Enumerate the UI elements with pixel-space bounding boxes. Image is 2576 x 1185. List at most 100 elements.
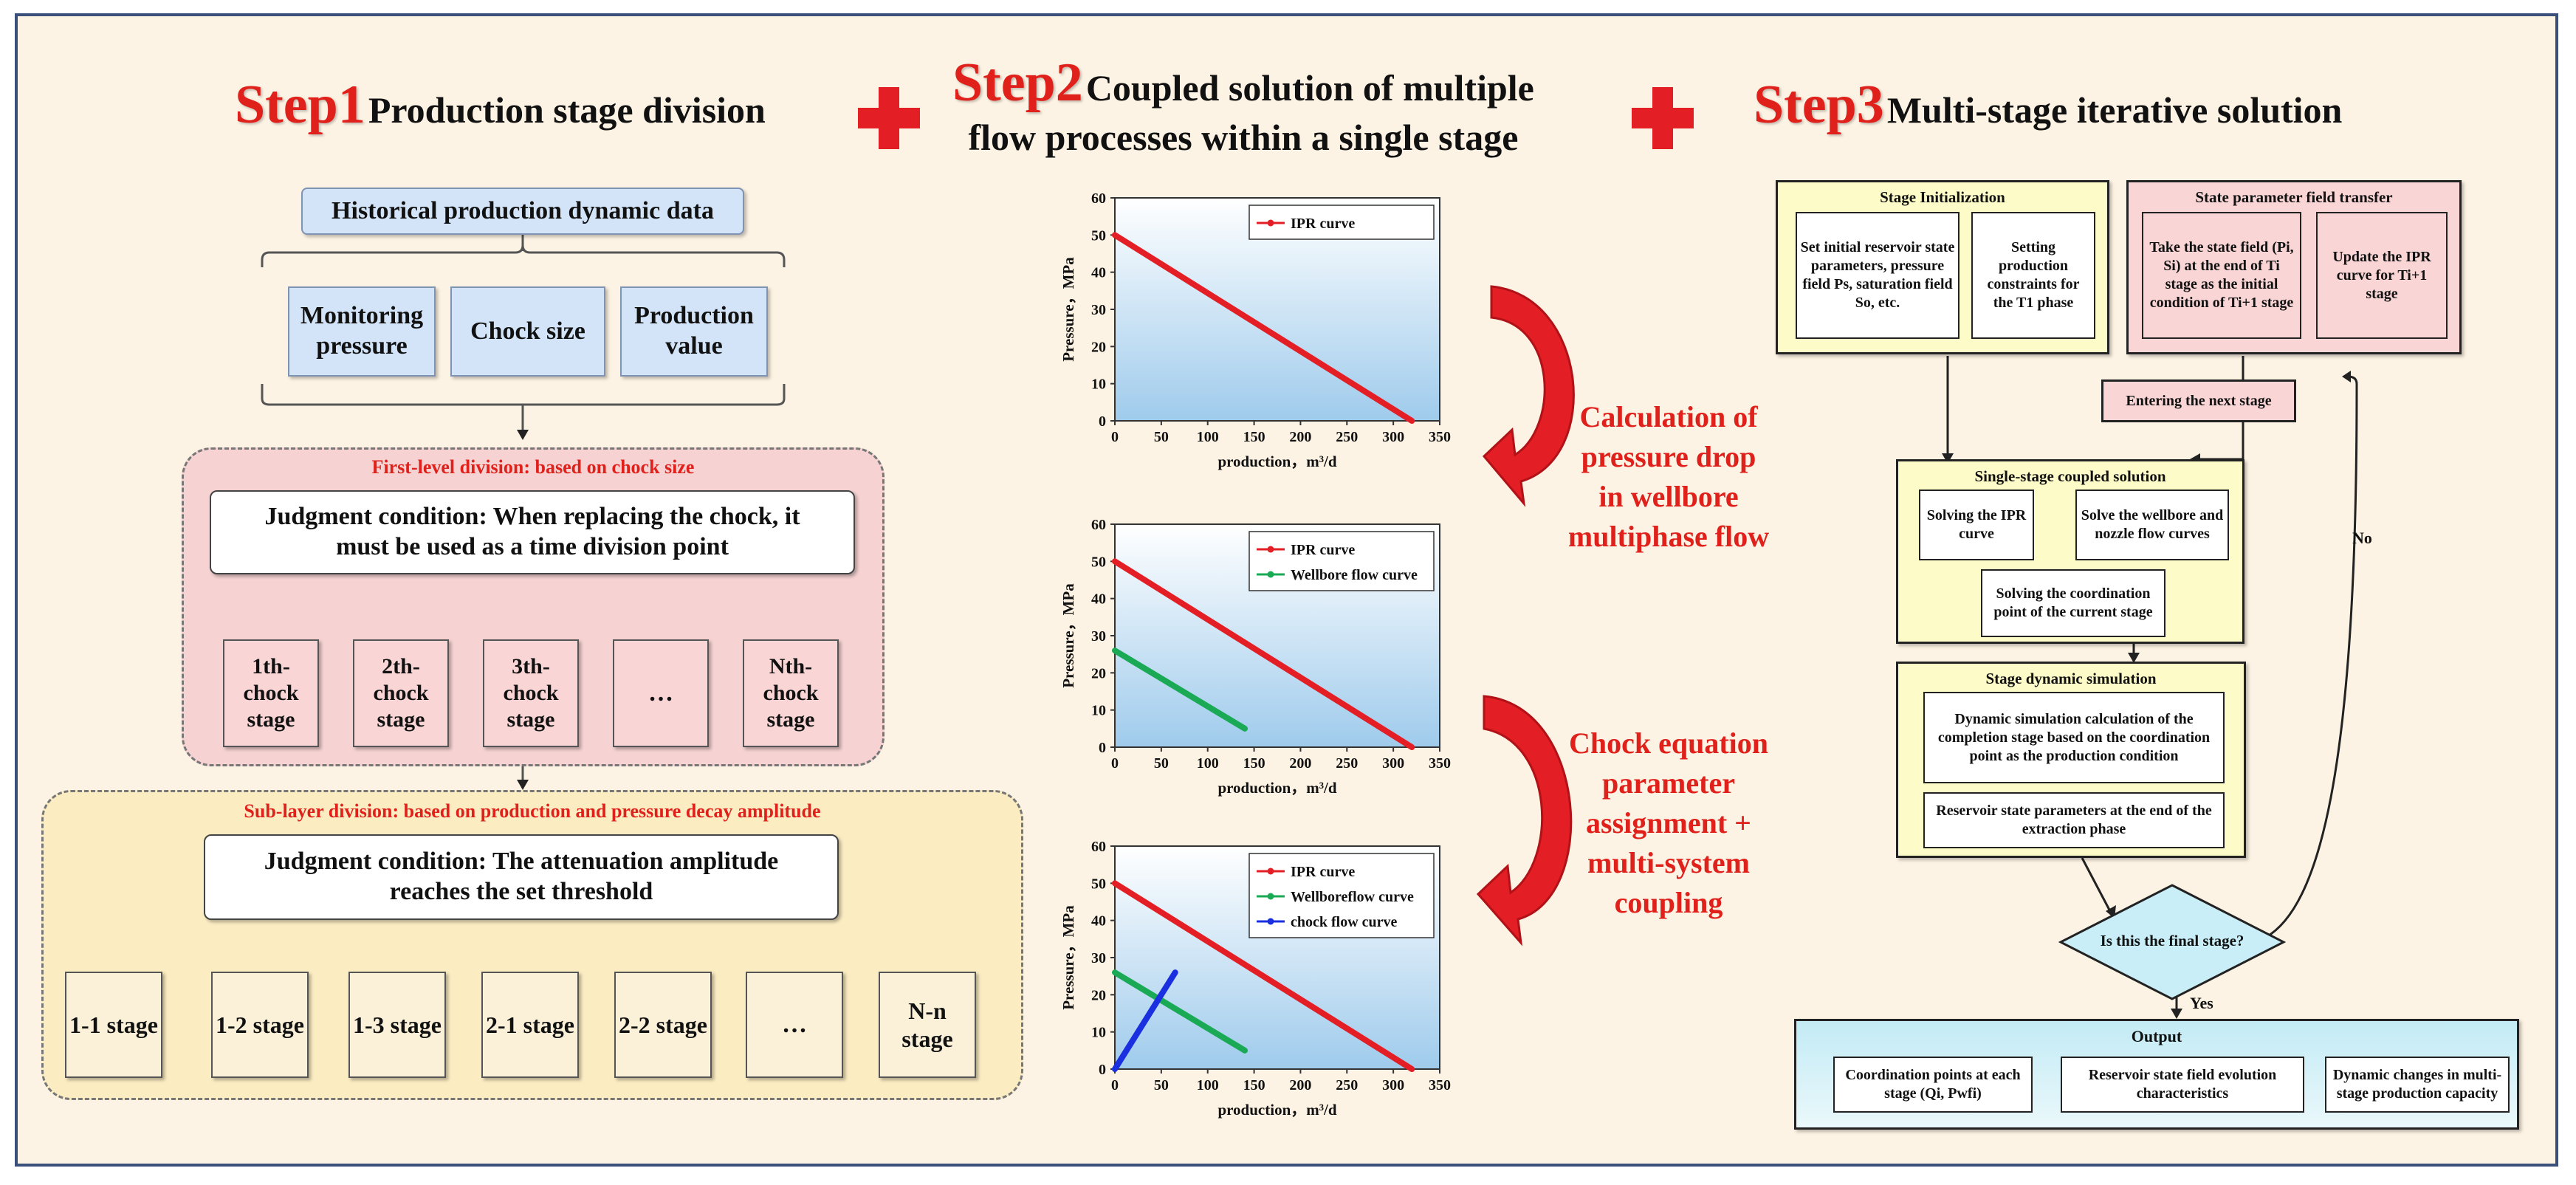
arrow-text-chock-equation: Chock equation parameter assignment + mu… <box>1568 727 1769 919</box>
y-tick-label: 30 <box>1091 950 1106 966</box>
x-tick-label: 100 <box>1197 429 1219 445</box>
decision-label: Is this the final stage? <box>2100 932 2244 949</box>
step2-title-line2: flow processes within a single stage <box>968 117 1519 158</box>
chock-stage-box: 1th-chock stage <box>223 639 319 747</box>
x-tick-label: 300 <box>1382 1077 1404 1093</box>
y-tick-label: 40 <box>1091 591 1106 608</box>
y-tick-label: 50 <box>1091 227 1106 244</box>
x-tick-label: 0 <box>1111 429 1119 445</box>
first-level-division-label: First-level division: based on chock siz… <box>371 456 695 478</box>
x-tick-label: 50 <box>1154 755 1169 772</box>
sub-stage-box: 2-1 stage <box>481 972 579 1078</box>
chock-stage-box: … <box>613 639 709 747</box>
decision-diamond <box>2058 884 2286 1000</box>
x-tick-label: 200 <box>1289 429 1311 445</box>
output-reservoir-box: Reservoir state field evolution characte… <box>2061 1057 2304 1113</box>
legend-marker <box>1267 546 1274 553</box>
x-tick-label: 300 <box>1382 429 1404 445</box>
y-tick-label: 60 <box>1091 517 1106 533</box>
chock-stage-box: Nth-chock stage <box>743 639 839 747</box>
sub-stage-box: … <box>746 972 843 1078</box>
legend-marker <box>1267 571 1274 578</box>
step1-number: Step1 <box>235 75 365 135</box>
legend-label: Wellbore flow curve <box>1291 567 1418 583</box>
step3-header: Step3 Multi-stage iterative solution <box>1754 74 2342 137</box>
output-coordination-box: Coordination points at each stage (Qi, P… <box>1833 1057 2033 1113</box>
sub-stage-box: 1-2 stage <box>211 972 309 1078</box>
step2-header: Step2 Coupled solution of multiple flow … <box>952 52 1534 159</box>
x-tick-label: 200 <box>1289 755 1311 772</box>
step1-title: Production stage division <box>368 89 766 131</box>
y-tick-label: 30 <box>1091 628 1106 645</box>
x-tick-label: 300 <box>1382 755 1404 772</box>
legend-label: IPR curve <box>1291 216 1355 232</box>
solving-ipr-box: Solving the IPR curve <box>1919 490 2034 560</box>
legend-label: chock flow curve <box>1291 914 1398 930</box>
stage-initialization-title: Stage Initialization <box>1880 188 2005 206</box>
state-field-box: Take the state field (Pi, Si) at the end… <box>2142 212 2301 339</box>
x-tick-label: 350 <box>1429 429 1451 445</box>
step1-header: Step1 Production stage division <box>235 74 766 137</box>
coupled-solution-title: Single-stage coupled solution <box>1974 467 2166 485</box>
arrow-text-pressure-drop: Calculation of pressure drop in wellbore… <box>1567 400 1770 553</box>
x-axis-label: production，m³/d <box>1217 1101 1336 1119</box>
y-axis-label: Pressure，MPa <box>1059 905 1077 1010</box>
y-tick-label: 40 <box>1091 265 1106 281</box>
legend-label: Wellboreflow curve <box>1291 889 1414 905</box>
sublayer-division-label: Sub-layer division: based on production … <box>244 800 821 822</box>
step3-number: Step3 <box>1754 75 1884 135</box>
sub-stage-box: 2-2 stage <box>614 972 712 1078</box>
y-tick-label: 0 <box>1099 740 1106 756</box>
output-title: Output <box>2131 1027 2182 1045</box>
chock-stage-box: 2th-chock stage <box>353 639 449 747</box>
x-tick-label: 0 <box>1111 1077 1119 1093</box>
step3-title: Multi-stage iterative solution <box>1886 89 2343 131</box>
series-line <box>1112 232 1415 424</box>
x-tick-label: 50 <box>1154 1077 1169 1093</box>
update-ipr-box: Update the IPR curve for Ti+1 stage <box>2316 212 2448 339</box>
next-stage-box: Entering the next stage <box>2101 379 2296 422</box>
y-tick-label: 10 <box>1091 703 1106 719</box>
plus-icon <box>858 87 920 149</box>
x-axis-label: production，m³/d <box>1217 453 1336 470</box>
production-value-box: Production value <box>620 286 768 377</box>
y-tick-label: 30 <box>1091 302 1106 318</box>
plus-icon <box>1632 87 1694 149</box>
y-tick-label: 50 <box>1091 876 1106 892</box>
series-line <box>1112 558 1415 750</box>
y-axis-label: Pressure，MPa <box>1059 257 1077 362</box>
production-constraints-box: Setting production constraints for the T… <box>1971 212 2095 339</box>
legend-marker <box>1267 219 1274 227</box>
state-transfer-panel: State parameter field transfer Take the … <box>2126 180 2462 354</box>
series-line <box>1112 969 1248 1054</box>
dynamic-simulation-panel: Stage dynamic simulation Dynamic simulat… <box>1896 662 2246 858</box>
y-tick-label: 0 <box>1099 1062 1106 1078</box>
y-tick-label: 20 <box>1091 987 1106 1003</box>
sub-stage-box: N-n stage <box>879 972 976 1078</box>
y-tick-label: 10 <box>1091 377 1106 393</box>
y-tick-label: 20 <box>1091 339 1106 355</box>
x-tick-label: 250 <box>1336 429 1358 445</box>
dynamic-calculation-box: Dynamic simulation calculation of the co… <box>1923 692 2225 783</box>
x-tick-label: 100 <box>1197 755 1219 772</box>
chock-size-box: Chock size <box>450 286 605 377</box>
x-axis-label: production，m³/d <box>1217 779 1336 797</box>
legend-box <box>1248 531 1435 591</box>
x-tick-label: 50 <box>1154 429 1169 445</box>
y-tick-label: 0 <box>1099 413 1106 430</box>
legend-label: IPR curve <box>1291 542 1355 558</box>
initial-reservoir-box: Set initial reservoir state parameters, … <box>1796 212 1960 339</box>
x-tick-label: 150 <box>1243 429 1265 445</box>
coupled-solution-panel: Single-stage coupled solution Solving th… <box>1896 459 2244 644</box>
legend-marker <box>1267 918 1274 925</box>
reservoir-state-end-box: Reservoir state parameters at the end of… <box>1923 792 2225 848</box>
x-tick-label: 150 <box>1243 1077 1265 1093</box>
output-capacity-box: Dynamic changes in multi-stage productio… <box>2325 1057 2510 1113</box>
step2-title-line1: Coupled solution of multiple <box>1085 67 1534 109</box>
y-tick-label: 40 <box>1091 913 1106 930</box>
x-tick-label: 250 <box>1336 755 1358 772</box>
y-tick-label: 20 <box>1091 665 1106 681</box>
series-line <box>1112 969 1178 1072</box>
